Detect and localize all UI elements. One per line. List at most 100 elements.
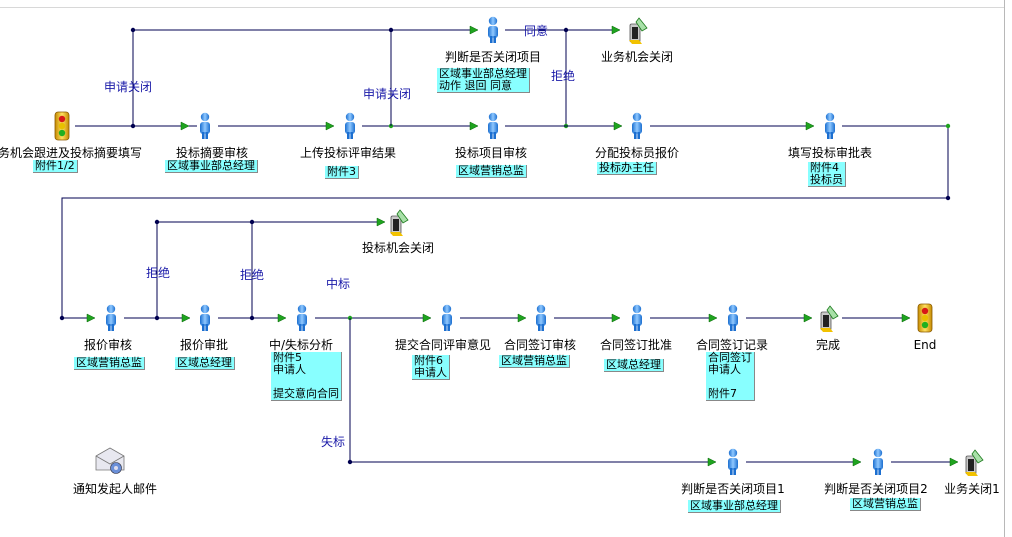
end-flag-icon[interactable]	[628, 17, 648, 45]
node-note-line: 附件1/2	[35, 159, 75, 172]
edge-line	[132, 29, 478, 126]
edge-junction	[130, 27, 136, 33]
edge-arrow	[949, 457, 959, 467]
node-note-line: 附件5	[273, 351, 302, 364]
edge-arrow	[517, 313, 527, 323]
edge-arrow	[181, 313, 191, 323]
node-note: 区域事业部总经理	[688, 500, 781, 513]
node-note: 区域总经理	[604, 359, 664, 372]
node-note-line: 区域营销总监	[458, 164, 524, 177]
person-icon[interactable]	[825, 112, 835, 139]
node-label: 合同签订批准	[599, 338, 673, 352]
mail-icon[interactable]	[95, 447, 125, 474]
node-note: 区域事业部总经理	[165, 160, 258, 173]
edge-arrow	[805, 121, 815, 131]
edge-arrow	[469, 25, 479, 35]
edge-arrow	[707, 457, 717, 467]
node-label: End	[913, 338, 937, 352]
person-icon[interactable]	[488, 112, 498, 139]
node-note-line: 申请人	[414, 366, 447, 379]
node-note-line: 区域总经理	[177, 356, 232, 369]
person-icon[interactable]	[442, 304, 452, 331]
edge-label: 申请关闭	[362, 87, 412, 101]
node-note: 区域总经理	[175, 357, 235, 370]
node-label: 合同签订记录	[695, 338, 769, 352]
node-label: 报价审核	[83, 338, 133, 352]
node-label: 投标摘要审核	[175, 146, 249, 160]
node-label: 业务关闭1	[944, 482, 1000, 496]
edge-arrow	[611, 25, 621, 35]
edge-arrow	[86, 313, 96, 323]
edge-junction	[388, 27, 394, 33]
node-note-line: 区域总经理	[606, 358, 661, 371]
node-label: 投标项目审核	[454, 146, 528, 160]
edge-junction	[945, 195, 951, 201]
edge-arrow	[325, 121, 335, 131]
node-note-line: 区域营销总监	[852, 497, 918, 510]
end-flag-icon[interactable]	[389, 209, 409, 237]
edge-arrow	[376, 217, 386, 227]
traffic-light-icon[interactable]	[917, 303, 933, 333]
end-flag-icon[interactable]	[964, 449, 984, 477]
end-flag-icon[interactable]	[819, 305, 839, 333]
node-note-line: 申请人	[708, 363, 741, 376]
person-icon[interactable]	[873, 448, 883, 475]
edge-label: 拒绝	[550, 69, 576, 83]
node-label: 判断是否关闭项目	[444, 50, 542, 64]
node-label: 务机会跟进及投标摘要填写	[0, 146, 143, 160]
person-icon[interactable]	[632, 112, 642, 139]
node-note: 区域营销总监	[850, 498, 921, 511]
person-icon[interactable]	[632, 304, 642, 331]
edge-arrow	[469, 121, 479, 131]
node-note-line: 合同签订	[708, 351, 752, 364]
edge-junction	[945, 123, 951, 129]
node-label: 投标机会关闭	[361, 241, 435, 255]
edge-junction	[59, 315, 65, 321]
person-icon[interactable]	[728, 304, 738, 331]
edge-label: 失标	[320, 435, 346, 449]
node-note: 区域营销总监	[456, 165, 527, 178]
person-icon[interactable]	[297, 304, 307, 331]
edge-junction	[154, 219, 160, 225]
person-icon[interactable]	[345, 112, 355, 139]
node-note: 区域事业部总经理动作 退回 同意	[437, 68, 530, 93]
node-label: 分配投标员报价	[594, 146, 680, 160]
node-note-line: 提交意向合同	[273, 387, 339, 400]
traffic-light-icon[interactable]	[54, 111, 70, 141]
person-icon[interactable]	[536, 304, 546, 331]
edge-label: 拒绝	[145, 266, 171, 280]
person-icon[interactable]	[728, 448, 738, 475]
edge-label: 申请关闭	[103, 80, 153, 94]
node-note: 附件1/2	[33, 160, 78, 173]
edge-junction	[347, 459, 353, 465]
node-note-line: 附件3	[327, 165, 356, 178]
node-note: 区域营销总监	[499, 355, 570, 368]
node-note-line: 附件4	[810, 161, 839, 174]
edge-arrow	[611, 313, 621, 323]
node-label: 业务机会关闭	[600, 50, 674, 64]
edge-arrow	[180, 121, 190, 131]
node-label: 报价审批	[179, 338, 229, 352]
person-icon[interactable]	[106, 304, 116, 331]
node-note-line: 区域事业部总经理	[439, 67, 527, 80]
edge-label: 拒绝	[239, 268, 265, 282]
person-icon[interactable]	[488, 16, 498, 43]
node-note: 投标办主任	[597, 162, 657, 175]
node-note-line: 区域事业部总经理	[167, 159, 255, 172]
edge-arrow	[852, 457, 862, 467]
node-label: 判断是否关闭项目1	[681, 482, 785, 496]
frame-top-border	[0, 7, 1004, 8]
node-note-line: 区域营销总监	[76, 356, 142, 369]
person-icon[interactable]	[200, 304, 210, 331]
node-label: 判断是否关闭项目2	[824, 482, 928, 496]
node-note-line: 投标员	[810, 173, 843, 186]
node-label: 完成	[815, 338, 841, 352]
person-icon[interactable]	[200, 112, 210, 139]
node-label: 提交合同评审意见	[394, 338, 492, 352]
edge-line	[156, 221, 385, 318]
